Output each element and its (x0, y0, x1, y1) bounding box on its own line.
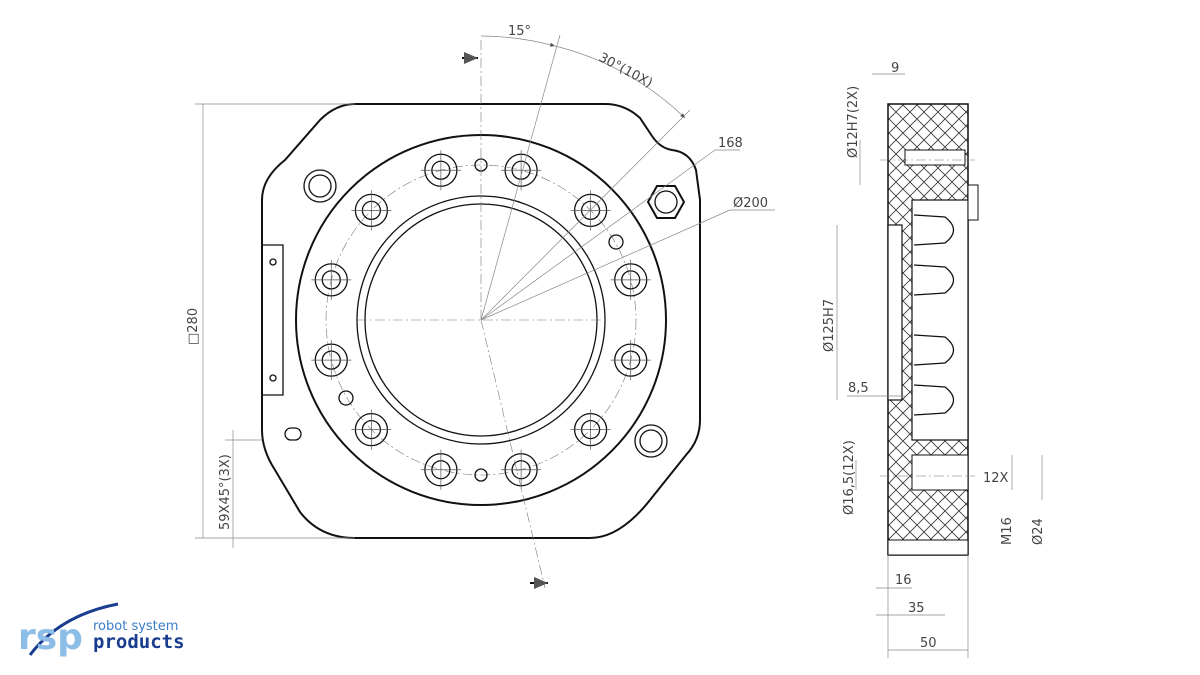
pin-hole-label: Ø12H7(2X) (846, 86, 861, 158)
pin-section (904, 149, 966, 166)
section-line (480, 319, 546, 589)
logo-swoosh (28, 602, 119, 656)
angle-leader (480, 34, 561, 321)
slot (284, 427, 302, 441)
inner-cavity (911, 199, 969, 441)
side-view: 9 Ø12H7(2X) Ø125H7 8,5 Ø16,5(12X) 12X M1… (822, 61, 1046, 658)
rsp-logo: rsp robot system products (18, 602, 185, 658)
bolt-hole-section (911, 454, 969, 491)
count-label: 12X (983, 471, 1009, 486)
dim-8-5-label: 8,5 (848, 381, 869, 396)
screw (338, 390, 354, 406)
dim-35-label: 35 (908, 601, 925, 616)
plate-outline (261, 103, 701, 539)
dim-50-label: 50 (920, 636, 937, 651)
base-plate (887, 539, 969, 556)
counterbore-label: Ø24 (1031, 518, 1046, 545)
locating-hole (634, 424, 668, 458)
angle-pitch-label: 30°(10X) (596, 50, 655, 91)
angle-arc (554, 45, 686, 119)
gripper-finger (913, 334, 955, 366)
bore-label: Ø125H7 (822, 299, 837, 352)
gripper-finger (913, 264, 955, 296)
tab-hole (269, 374, 277, 382)
angle-arc (480, 35, 556, 47)
thread-label: M16 (1000, 517, 1015, 545)
locating-hole (303, 169, 337, 203)
screw (608, 234, 624, 250)
diameter-leader (480, 209, 731, 321)
hex-nut (646, 185, 686, 219)
logo-line1: robot system (93, 619, 178, 634)
dim-16-label: 16 (895, 573, 912, 588)
front-view: 15° 30°(10X) 168 Ø200 □280 59X45°(3X) (186, 24, 775, 589)
pitch-diameter-label: 168 (718, 136, 743, 151)
locating-hole-inner (308, 174, 332, 198)
gripper-finger (913, 214, 955, 246)
side-tab (262, 244, 284, 396)
locating-hole-inner (639, 429, 663, 453)
pin (474, 468, 488, 482)
dim-9-label: 9 (891, 61, 899, 76)
tab-hole (269, 258, 277, 266)
nut-bore (654, 190, 678, 214)
angle-leader (480, 109, 691, 321)
bolt-hole-label: Ø16,5(12X) (842, 440, 857, 515)
outer-diameter-label: Ø200 (733, 196, 768, 211)
angle-start-label: 15° (508, 24, 531, 39)
gripper-finger (913, 384, 955, 416)
chamfer-label: 59X45°(3X) (218, 454, 233, 530)
diameter-leader (480, 149, 716, 321)
logo-line2: products (93, 631, 185, 653)
square-size-label: □280 (186, 308, 201, 345)
side-nut (967, 184, 979, 221)
bore-recess (887, 224, 903, 401)
logo-mark: rsp (18, 617, 83, 658)
bolt-circle (325, 164, 637, 476)
